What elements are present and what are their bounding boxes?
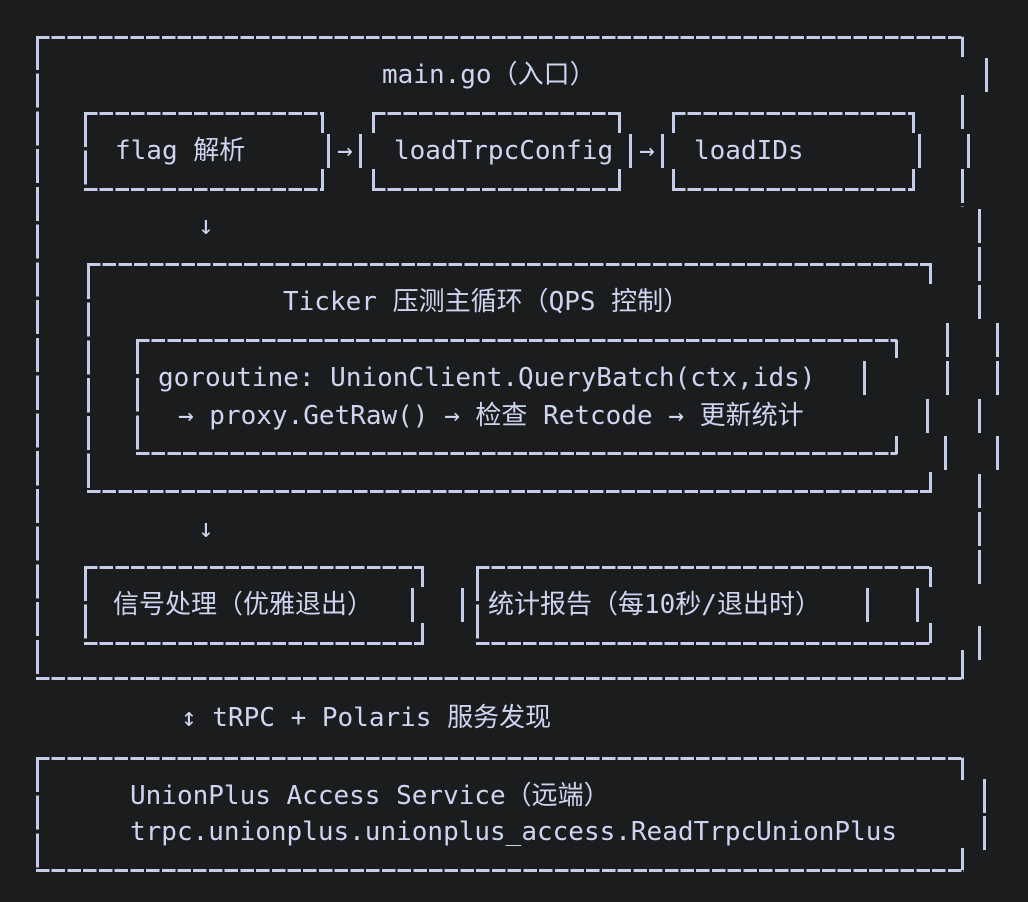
stats-box-border <box>476 565 932 569</box>
ascii-pipe-segment <box>977 474 981 508</box>
ascii-pipe-segment <box>326 134 330 168</box>
load-config-box-border <box>372 113 375 133</box>
arrow-down-icon: ↓ <box>198 514 214 544</box>
ascii-pipe-segment <box>977 285 981 319</box>
load-config-box-border <box>372 169 375 189</box>
flag-parse-box-border <box>84 111 324 115</box>
stats-box-border <box>476 641 932 645</box>
ascii-pipe-segment <box>915 588 919 622</box>
ticker-box-border <box>87 263 932 266</box>
load-ids-box-label: loadIDs <box>694 136 804 166</box>
main-box-title: main.go（入口） <box>382 60 596 90</box>
load-config-box-border <box>618 113 621 133</box>
remote-box-border <box>960 848 964 870</box>
ascii-pipe-segment <box>977 399 981 433</box>
stats-box-border <box>928 567 932 587</box>
goroutine-box-border <box>894 340 898 358</box>
flag-parse-box-border <box>321 113 324 133</box>
ascii-pipe-segment <box>982 779 986 813</box>
remote-box-line-1: UnionPlus Access Service（远端） <box>130 781 610 811</box>
ascii-pipe-segment <box>977 209 981 243</box>
signal-box-border <box>421 567 424 587</box>
main-box-border <box>35 35 39 680</box>
flag-parse-box-border <box>84 113 87 189</box>
load-config-box-border <box>618 169 621 189</box>
ascii-pipe-segment <box>995 436 999 470</box>
arrow-right-icon: → <box>337 136 353 166</box>
arrow-down-icon: ↓ <box>198 211 214 241</box>
stats-box-border <box>476 567 479 643</box>
stats-box-border <box>928 623 932 643</box>
signal-box-border <box>84 641 424 645</box>
ascii-pipe-segment <box>977 512 981 546</box>
ascii-pipe-segment <box>460 588 464 622</box>
ascii-pipe-segment <box>945 361 949 395</box>
load-ids-box-border <box>672 113 675 133</box>
ascii-pipe-segment <box>966 134 970 168</box>
load-ids-box-border <box>912 113 915 133</box>
remote-box-border <box>35 868 964 872</box>
flag-parse-box-border <box>321 169 324 189</box>
main-box-border <box>960 169 964 207</box>
arrow-right-icon: → <box>639 136 655 166</box>
ascii-pipe-segment <box>995 323 999 357</box>
goroutine-line-2: → proxy.GetRaw() → 检查 Retcode → 更新统计 <box>178 401 804 431</box>
ascii-pipe-segment <box>945 323 949 357</box>
remote-box-border <box>35 758 39 870</box>
remote-box-border <box>35 756 964 760</box>
ticker-box-title: Ticker 压测主循环（QPS 控制） <box>283 287 690 317</box>
main-box-border <box>35 35 964 39</box>
load-config-box-border <box>372 111 621 115</box>
signal-box-border <box>84 565 424 569</box>
ascii-pipe-segment <box>628 134 632 168</box>
ticker-box-border <box>87 490 932 493</box>
main-box-border <box>960 95 964 131</box>
service-discovery-link-label: ↕ tRPC + Polaris 服务发现 <box>181 703 552 733</box>
ascii-pipe-segment <box>984 58 988 92</box>
load-config-box-border <box>372 187 621 191</box>
remote-box-line-2: trpc.unionplus.unionplus_access.ReadTrpc… <box>130 817 898 847</box>
main-box-border <box>960 650 964 679</box>
flag-parse-box-label: flag 解析 <box>115 136 246 166</box>
main-box-border <box>35 676 964 680</box>
ticker-box-border <box>928 472 932 492</box>
goroutine-box-border <box>894 436 898 454</box>
goroutine-box-border <box>136 338 897 342</box>
goroutine-box-border <box>136 452 897 455</box>
load-ids-box-border <box>672 111 915 115</box>
load-config-box-label: loadTrpcConfig <box>394 136 614 166</box>
goroutine-line-1: goroutine: UnionClient.QueryBatch(ctx,id… <box>158 363 816 393</box>
ascii-pipe-segment <box>917 134 921 168</box>
remote-box-border <box>960 758 964 780</box>
ascii-pipe-segment <box>660 134 664 168</box>
signal-box-label: 信号处理（优雅退出） <box>113 590 374 620</box>
load-ids-box-border <box>672 169 675 189</box>
ticker-box-border <box>928 264 932 284</box>
ascii-pipe-segment <box>410 588 414 622</box>
ascii-pipe-segment <box>943 436 947 470</box>
ascii-pipe-segment <box>862 361 866 395</box>
load-ids-box-border <box>912 169 915 189</box>
ticker-box-border <box>87 264 90 492</box>
ascii-pipe-segment <box>977 247 981 281</box>
ascii-pipe-segment <box>865 588 869 622</box>
load-ids-box-border <box>672 187 915 191</box>
stats-box-label: 统计报告（每10秒/退出时） <box>488 590 821 620</box>
signal-box-border <box>84 567 87 643</box>
ascii-pipe-segment <box>358 134 362 168</box>
ascii-pipe-segment <box>977 550 981 584</box>
flag-parse-box-border <box>84 187 324 191</box>
goroutine-box-border <box>136 340 139 454</box>
signal-box-border <box>421 623 424 643</box>
main-box-border <box>960 37 964 57</box>
ascii-pipe-segment <box>982 816 986 850</box>
ascii-pipe-segment <box>977 626 981 660</box>
ascii-pipe-segment <box>995 361 999 395</box>
ascii-pipe-segment <box>925 399 929 433</box>
